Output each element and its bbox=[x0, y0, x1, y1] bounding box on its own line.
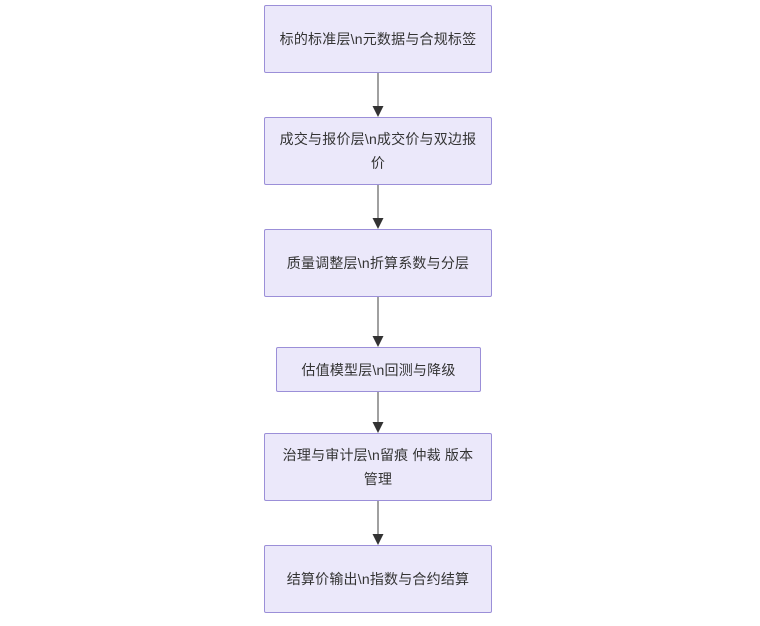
flow-node-label: 质量调整层\n折算系数与分层 bbox=[286, 255, 470, 271]
edge-node1-node2 bbox=[372, 73, 384, 117]
edge-node5-node6 bbox=[372, 501, 384, 545]
flow-node-valuation-model-layer[interactable]: 估值模型层\n回测与降级 bbox=[276, 347, 481, 392]
flow-node-label: 估值模型层\n回测与降级 bbox=[301, 361, 456, 378]
arrowhead-icon bbox=[372, 422, 384, 433]
arrowhead-icon bbox=[372, 218, 384, 229]
edge-node4-node5 bbox=[372, 392, 384, 433]
flow-node-label: 治理与审计层\n留痕 仲裁 版本管理 bbox=[282, 447, 474, 487]
flow-node-subject-standard-layer[interactable]: 标的标准层\n元数据与合规标签 bbox=[264, 5, 492, 73]
arrowhead-icon bbox=[372, 534, 384, 545]
flow-node-quality-adjustment-layer[interactable]: 质量调整层\n折算系数与分层 bbox=[264, 229, 492, 297]
flow-node-label: 标的标准层\n元数据与合规标签 bbox=[279, 31, 477, 47]
flow-node-trade-quote-layer[interactable]: 成交与报价层\n成交价与双边报价 bbox=[264, 117, 492, 185]
arrowhead-icon bbox=[372, 106, 384, 117]
arrowhead-icon bbox=[372, 336, 384, 347]
edge-node3-node4 bbox=[372, 297, 384, 347]
flow-node-label: 结算价输出\n指数与合约结算 bbox=[286, 571, 470, 587]
edge-node2-node3 bbox=[372, 185, 384, 229]
flow-node-settlement-price-output[interactable]: 结算价输出\n指数与合约结算 bbox=[264, 545, 492, 613]
flow-node-governance-audit-layer[interactable]: 治理与审计层\n留痕 仲裁 版本管理 bbox=[264, 433, 492, 501]
flow-node-label: 成交与报价层\n成交价与双边报价 bbox=[279, 131, 477, 171]
